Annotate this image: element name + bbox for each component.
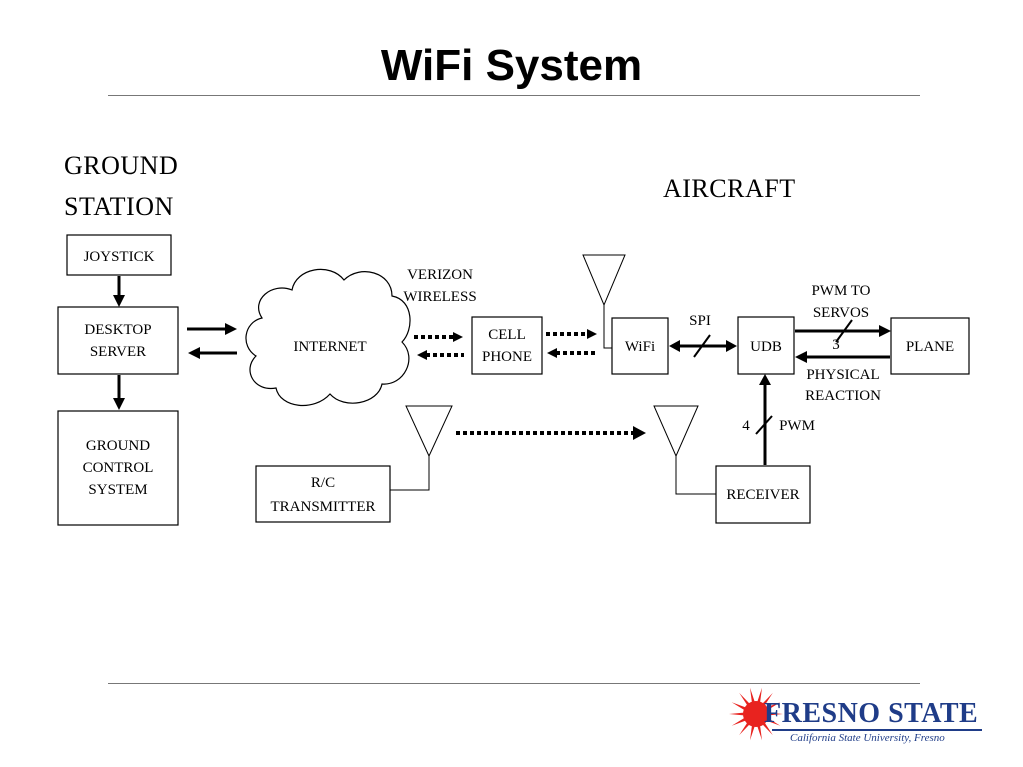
node-desktop-server: DESKTOP SERVER bbox=[57, 306, 179, 375]
sunburst-ray bbox=[731, 717, 747, 726]
node-rc-transmitter-line2: TRANSMITTER bbox=[271, 499, 376, 515]
logo-subtitle: California State University, Fresno bbox=[790, 732, 945, 744]
sunburst-icon bbox=[729, 687, 783, 741]
slide-title: WiFi System bbox=[380, 41, 643, 90]
receiver-antenna-icon bbox=[653, 405, 716, 495]
wifi-antenna-icon bbox=[582, 254, 626, 349]
edge-label-pwm: PWM bbox=[779, 418, 815, 434]
section-ground-station-line2: STATION bbox=[64, 192, 174, 221]
arrow-plane-to-udb bbox=[795, 351, 890, 363]
node-wifi: WiFi bbox=[611, 317, 669, 375]
sunburst-ray bbox=[761, 721, 773, 736]
logo-wordmark: FRESNO STATE bbox=[764, 698, 979, 729]
arrow-receiver-to-udb bbox=[755, 374, 773, 465]
node-desktop-server-line2: SERVER bbox=[90, 344, 146, 360]
edge-label-pwm-to-servos-line1: PWM TO bbox=[811, 283, 870, 299]
sunburst-ray bbox=[739, 721, 751, 736]
node-ground-control-system: GROUND CONTROL SYSTEM bbox=[57, 410, 179, 526]
node-receiver: RECEIVER bbox=[715, 465, 811, 524]
edge-label-spi: SPI bbox=[689, 313, 711, 329]
footer-divider bbox=[108, 683, 920, 684]
sunburst-ray bbox=[756, 724, 762, 741]
arrow-internet-to-desktop bbox=[188, 347, 237, 359]
node-joystick: JOYSTICK bbox=[66, 234, 172, 276]
node-plane-label: PLANE bbox=[906, 339, 954, 355]
edge-label-verizon-line1: VERIZON bbox=[407, 267, 473, 283]
node-rc-transmitter: R/C TRANSMITTER bbox=[255, 465, 391, 523]
arrow-desktop-to-internet bbox=[187, 323, 237, 335]
edge-label-servo-count: 3 bbox=[832, 337, 840, 353]
fresno-state-logo: FRESNO STATE California State University… bbox=[728, 686, 990, 750]
node-desktop-server-line1: DESKTOP bbox=[84, 322, 151, 338]
edge-label-verizon-line2: WIRELESS bbox=[403, 289, 476, 305]
node-internet: INTERNET bbox=[245, 268, 411, 407]
title-divider bbox=[108, 95, 920, 96]
transmitter-antenna-icon bbox=[390, 405, 453, 491]
node-cell-phone-line1: CELL bbox=[488, 327, 526, 343]
arrow-wifi-udb-spi bbox=[669, 334, 737, 358]
node-wifi-label: WiFi bbox=[625, 339, 655, 355]
section-ground-station-line1: GROUND bbox=[64, 151, 178, 180]
node-udb: UDB bbox=[737, 316, 795, 375]
arrow-cell-to-internet bbox=[417, 350, 464, 360]
sunburst-ray bbox=[761, 692, 773, 707]
node-receiver-label: RECEIVER bbox=[726, 487, 799, 503]
arrow-udb-to-plane bbox=[795, 319, 891, 343]
logo-underline bbox=[772, 729, 982, 731]
node-plane: PLANE bbox=[890, 317, 970, 375]
arrow-rc-link bbox=[456, 426, 646, 440]
node-rc-transmitter-line1: R/C bbox=[311, 475, 335, 491]
sunburst-ray bbox=[731, 702, 747, 711]
edge-label-physical-line1: PHYSICAL bbox=[806, 367, 879, 383]
section-aircraft: AIRCRAFT bbox=[663, 174, 796, 203]
node-joystick-label: JOYSTICK bbox=[84, 249, 155, 265]
arrow-cell-to-wifi bbox=[546, 329, 597, 339]
arrow-joystick-to-desktop bbox=[113, 276, 125, 307]
arrow-desktop-to-gcs bbox=[113, 375, 125, 410]
sunburst-ray bbox=[766, 712, 783, 716]
edge-label-pwm-count: 4 bbox=[742, 418, 750, 434]
sunburst-ray bbox=[756, 687, 762, 704]
node-cell-phone-line2: PHONE bbox=[482, 349, 532, 365]
node-cell-phone: CELL PHONE bbox=[471, 316, 543, 375]
node-udb-label: UDB bbox=[750, 339, 782, 355]
sunburst-ray bbox=[729, 712, 746, 716]
node-gcs-line1: GROUND bbox=[86, 438, 150, 454]
node-gcs-line2: CONTROL bbox=[83, 460, 154, 476]
edge-label-physical-line2: REACTION bbox=[805, 388, 881, 404]
arrow-internet-to-cell bbox=[414, 332, 463, 342]
sunburst-ray bbox=[750, 724, 756, 741]
sunburst-ray bbox=[765, 702, 781, 711]
node-gcs-line3: SYSTEM bbox=[88, 482, 147, 498]
sunburst-ray bbox=[765, 717, 781, 726]
arrow-wifi-to-cell bbox=[547, 348, 596, 358]
edge-label-pwm-to-servos-line2: SERVOS bbox=[813, 305, 869, 321]
node-internet-label: INTERNET bbox=[293, 339, 366, 355]
sunburst-ray bbox=[739, 692, 751, 707]
sunburst-ray bbox=[750, 687, 756, 704]
